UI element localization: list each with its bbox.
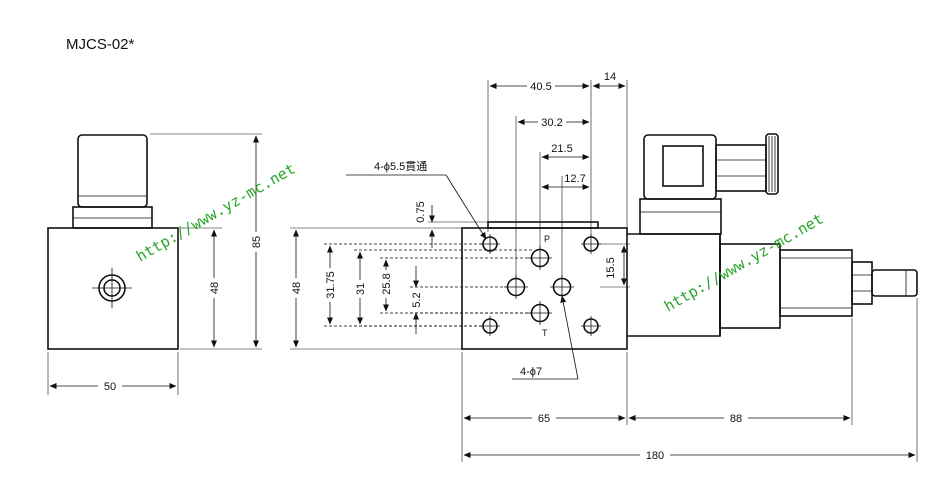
- dim-31: 31: [355, 283, 367, 295]
- dim-65: 65: [538, 413, 550, 425]
- dim-front-height: 48: [291, 282, 303, 294]
- dim-14: 14: [604, 71, 616, 83]
- note-mounting-holes: 4-ϕ5.5貫通: [374, 160, 427, 173]
- dim-40-5: 40.5: [530, 81, 551, 93]
- hex-nut: [851, 261, 873, 305]
- connector-window: [662, 145, 704, 187]
- side-view: 50 48 85: [47, 133, 264, 395]
- valve-body-front: [461, 227, 628, 350]
- dim-12-7: 12.7: [564, 173, 585, 185]
- solenoid-neck-outline: [72, 206, 153, 229]
- watermark-left: http://www.yz-mc.net: [133, 160, 298, 266]
- body-top-strip: [487, 221, 599, 229]
- cable-gland: [715, 144, 767, 192]
- dim-side-total-height: 85: [251, 236, 263, 248]
- solenoid-extension: [779, 249, 853, 317]
- label-port-p: P: [544, 234, 550, 244]
- dim-88: 88: [730, 413, 742, 425]
- model-title: MJCS-02*: [66, 36, 135, 53]
- fluid-ports: [504, 246, 574, 325]
- dim-30-2: 30.2: [541, 117, 562, 129]
- connector-base: [639, 198, 722, 235]
- watermark-right: http://www.yz-mc.net: [661, 210, 826, 316]
- connector-plug: [643, 134, 717, 200]
- dim-180: 180: [646, 450, 664, 462]
- dim-21-5: 21.5: [551, 143, 572, 155]
- dim-0-75: 0.75: [415, 201, 427, 222]
- dim-5-2: 5.2: [411, 292, 423, 307]
- dim-31-75: 31.75: [325, 271, 337, 299]
- valve-body-side: [47, 227, 179, 350]
- gland-nut: [765, 133, 779, 195]
- dim-side-body-height: 48: [209, 282, 221, 294]
- dim-25-8: 25.8: [381, 273, 393, 294]
- note-ports: 4-ϕ7: [520, 366, 542, 378]
- dim-side-width: 50: [104, 381, 116, 393]
- manual-override-pin: [871, 269, 918, 297]
- front-view: P T 40.5 14 30.2 21.5 12.7 4-ϕ5.5貫通: [288, 71, 918, 462]
- label-port-t: T: [542, 328, 548, 338]
- dim-15-5: 15.5: [605, 257, 617, 278]
